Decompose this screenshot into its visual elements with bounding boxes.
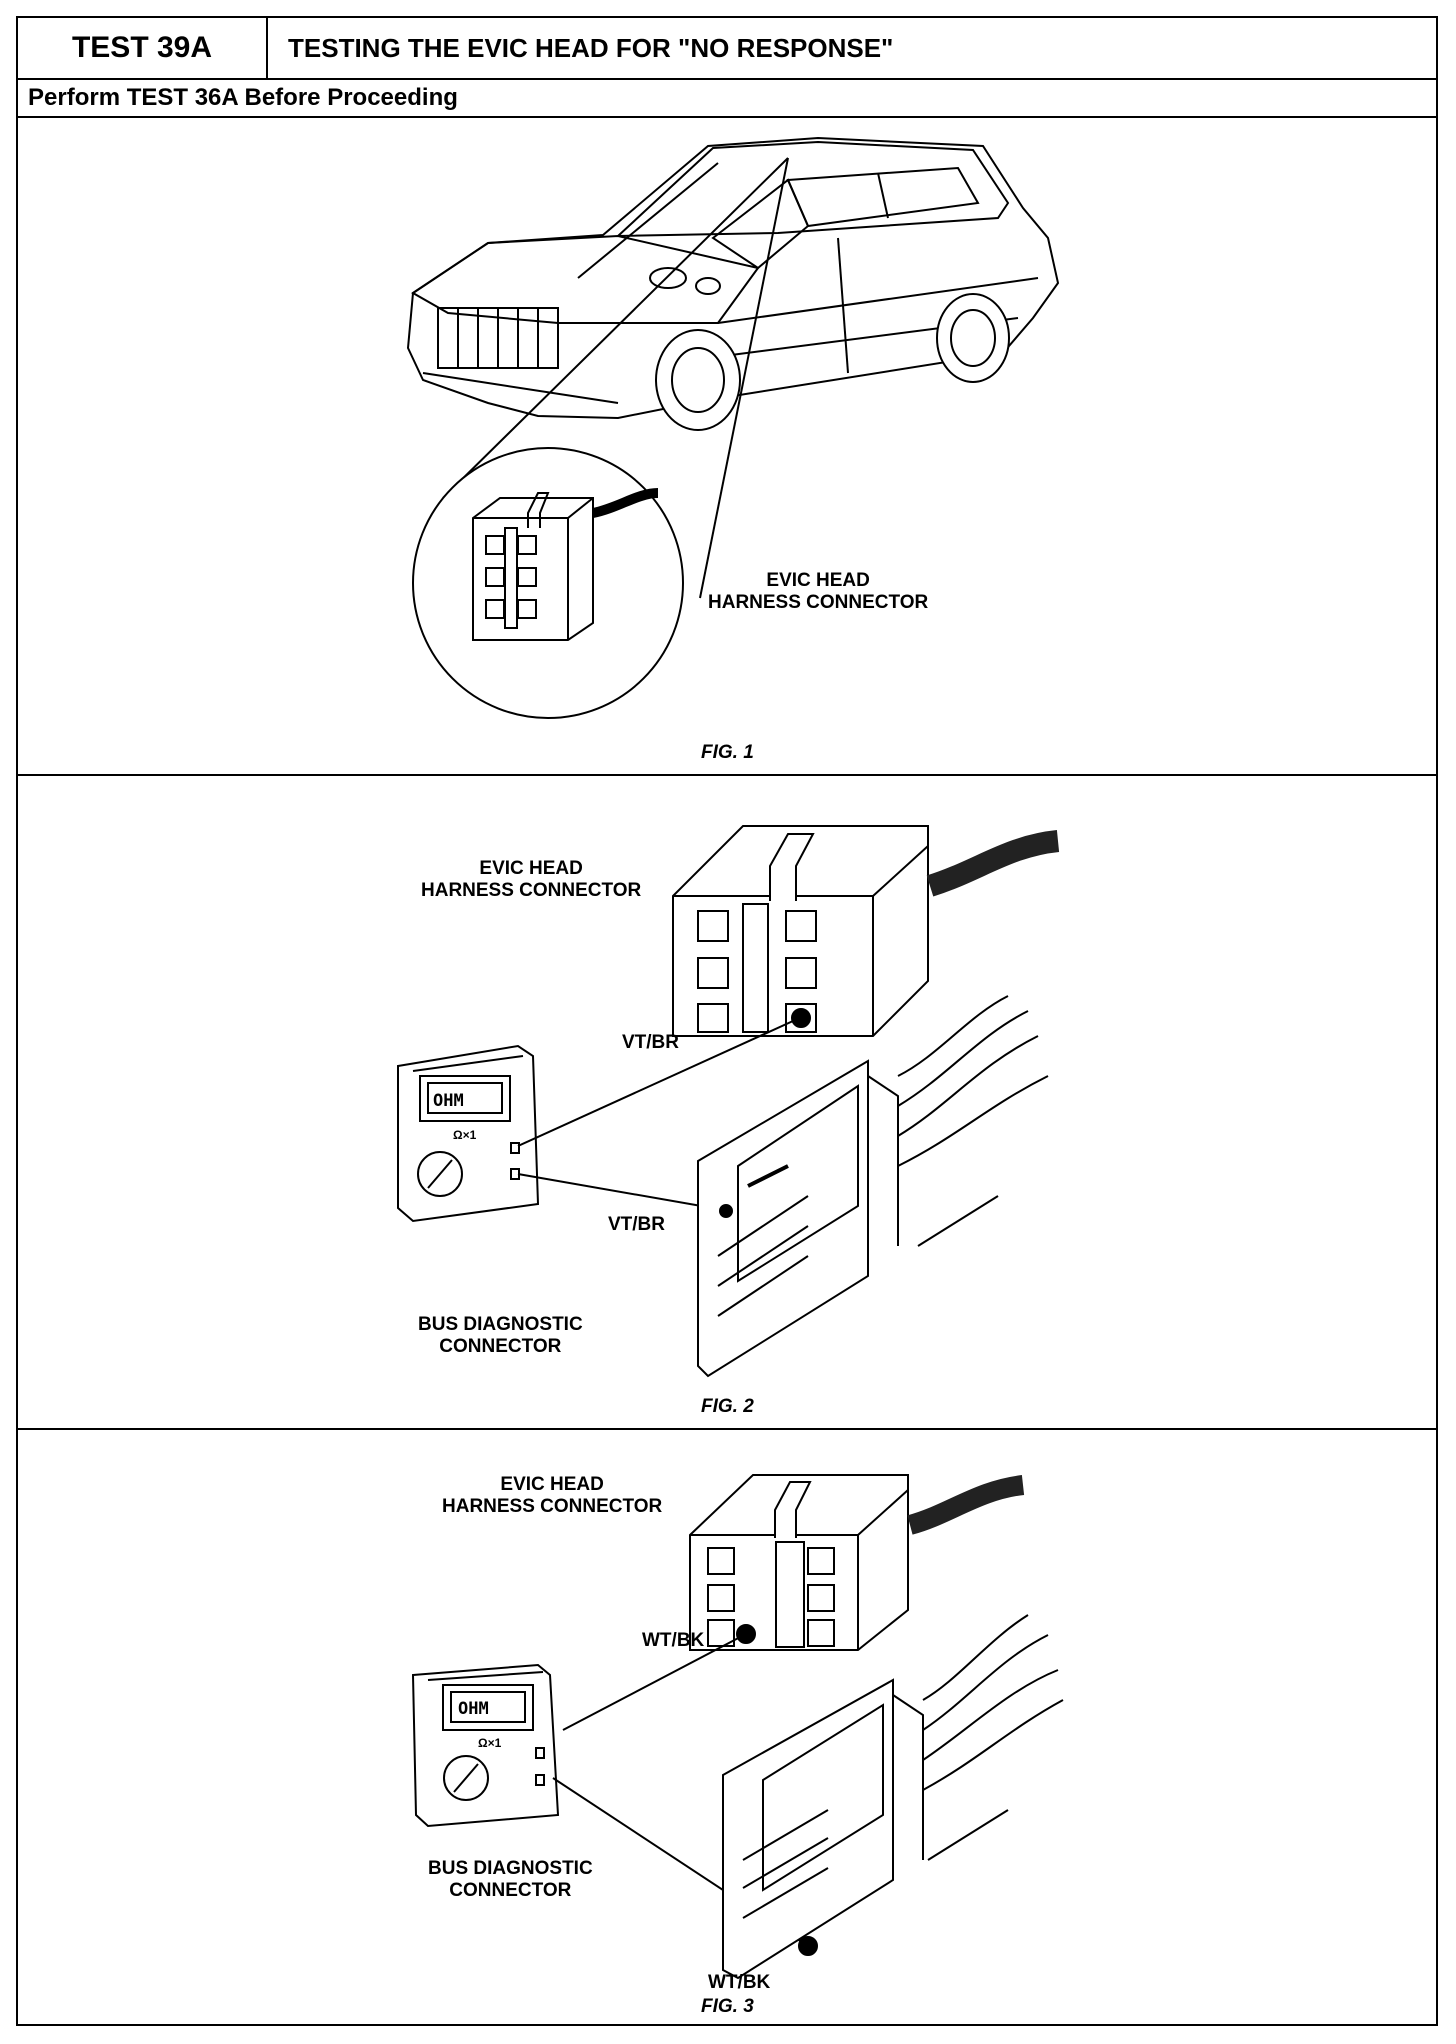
header-bar: TEST 39A TESTING THE EVIC HEAD FOR "NO R… [18,18,1436,80]
fig2-wire-bottom: VT/BR [608,1214,665,1235]
fig3-wire-top: WT/BK [642,1630,705,1651]
figure-1-panel: EVIC HEAD HARNESS CONNECTOR FIG. 1 [18,118,1436,776]
prerequisite-note: Perform TEST 36A Before Proceeding [18,80,1436,118]
fig3-wire-bottom: WT/BK [708,1972,771,1993]
fig2-wiring-illustration [397,825,1060,1378]
fig2-harness-label: EVIC HEAD HARNESS CONNECTOR [421,858,641,902]
fig2-bus-label: BUS DIAGNOSTIC CONNECTOR [418,1314,583,1358]
test-title: TESTING THE EVIC HEAD FOR "NO RESPONSE" [288,32,894,63]
figure-2-caption: FIG. 2 [701,1396,754,1417]
fig2-harness-line1: EVIC HEAD [479,858,583,879]
fig2-meter-display: OHM [433,1091,464,1111]
fig3-harness-label: EVIC HEAD HARNESS CONNECTOR [442,1474,662,1518]
fig3-meter-display: OHM [458,1699,489,1719]
fig2-wire-top: VT/BR [622,1032,679,1053]
figure-3-caption: FIG. 3 [701,1996,754,2017]
fig2-bus-line1: BUS DIAGNOSTIC [418,1314,583,1335]
car-illustration [406,136,1060,719]
figure-2-panel: EVIC HEAD HARNESS CONNECTOR OHM Ω×1 VT/B… [18,776,1436,1430]
fig3-harness-line1: EVIC HEAD [500,1474,604,1495]
fig2-bus-line2: CONNECTOR [439,1336,562,1357]
figure-3-panel: EVIC HEAD HARNESS CONNECTOR OHM Ω×1 WT/B… [18,1430,1436,2024]
fig3-wiring-illustration [411,1474,1064,1980]
test-sheet: TEST 39A TESTING THE EVIC HEAD FOR "NO R… [16,16,1438,2026]
fig3-bus-label: BUS DIAGNOSTIC CONNECTOR [428,1858,593,1902]
fig3-bus-line1: BUS DIAGNOSTIC [428,1858,593,1879]
fig1-label-line1: EVIC HEAD [766,570,870,591]
fig3-meter-range: Ω×1 [478,1736,502,1750]
test-id: TEST 39A [18,18,268,78]
fig3-harness-line2: HARNESS CONNECTOR [442,1496,663,1517]
fig1-connector-label: EVIC HEAD HARNESS CONNECTOR [708,570,928,614]
fig1-label-line2: HARNESS CONNECTOR [708,592,929,613]
fig2-harness-line2: HARNESS CONNECTOR [421,880,642,901]
fig2-meter-range: Ω×1 [453,1128,477,1142]
fig3-bus-line2: CONNECTOR [449,1880,572,1901]
figure-1-caption: FIG. 1 [701,742,754,763]
